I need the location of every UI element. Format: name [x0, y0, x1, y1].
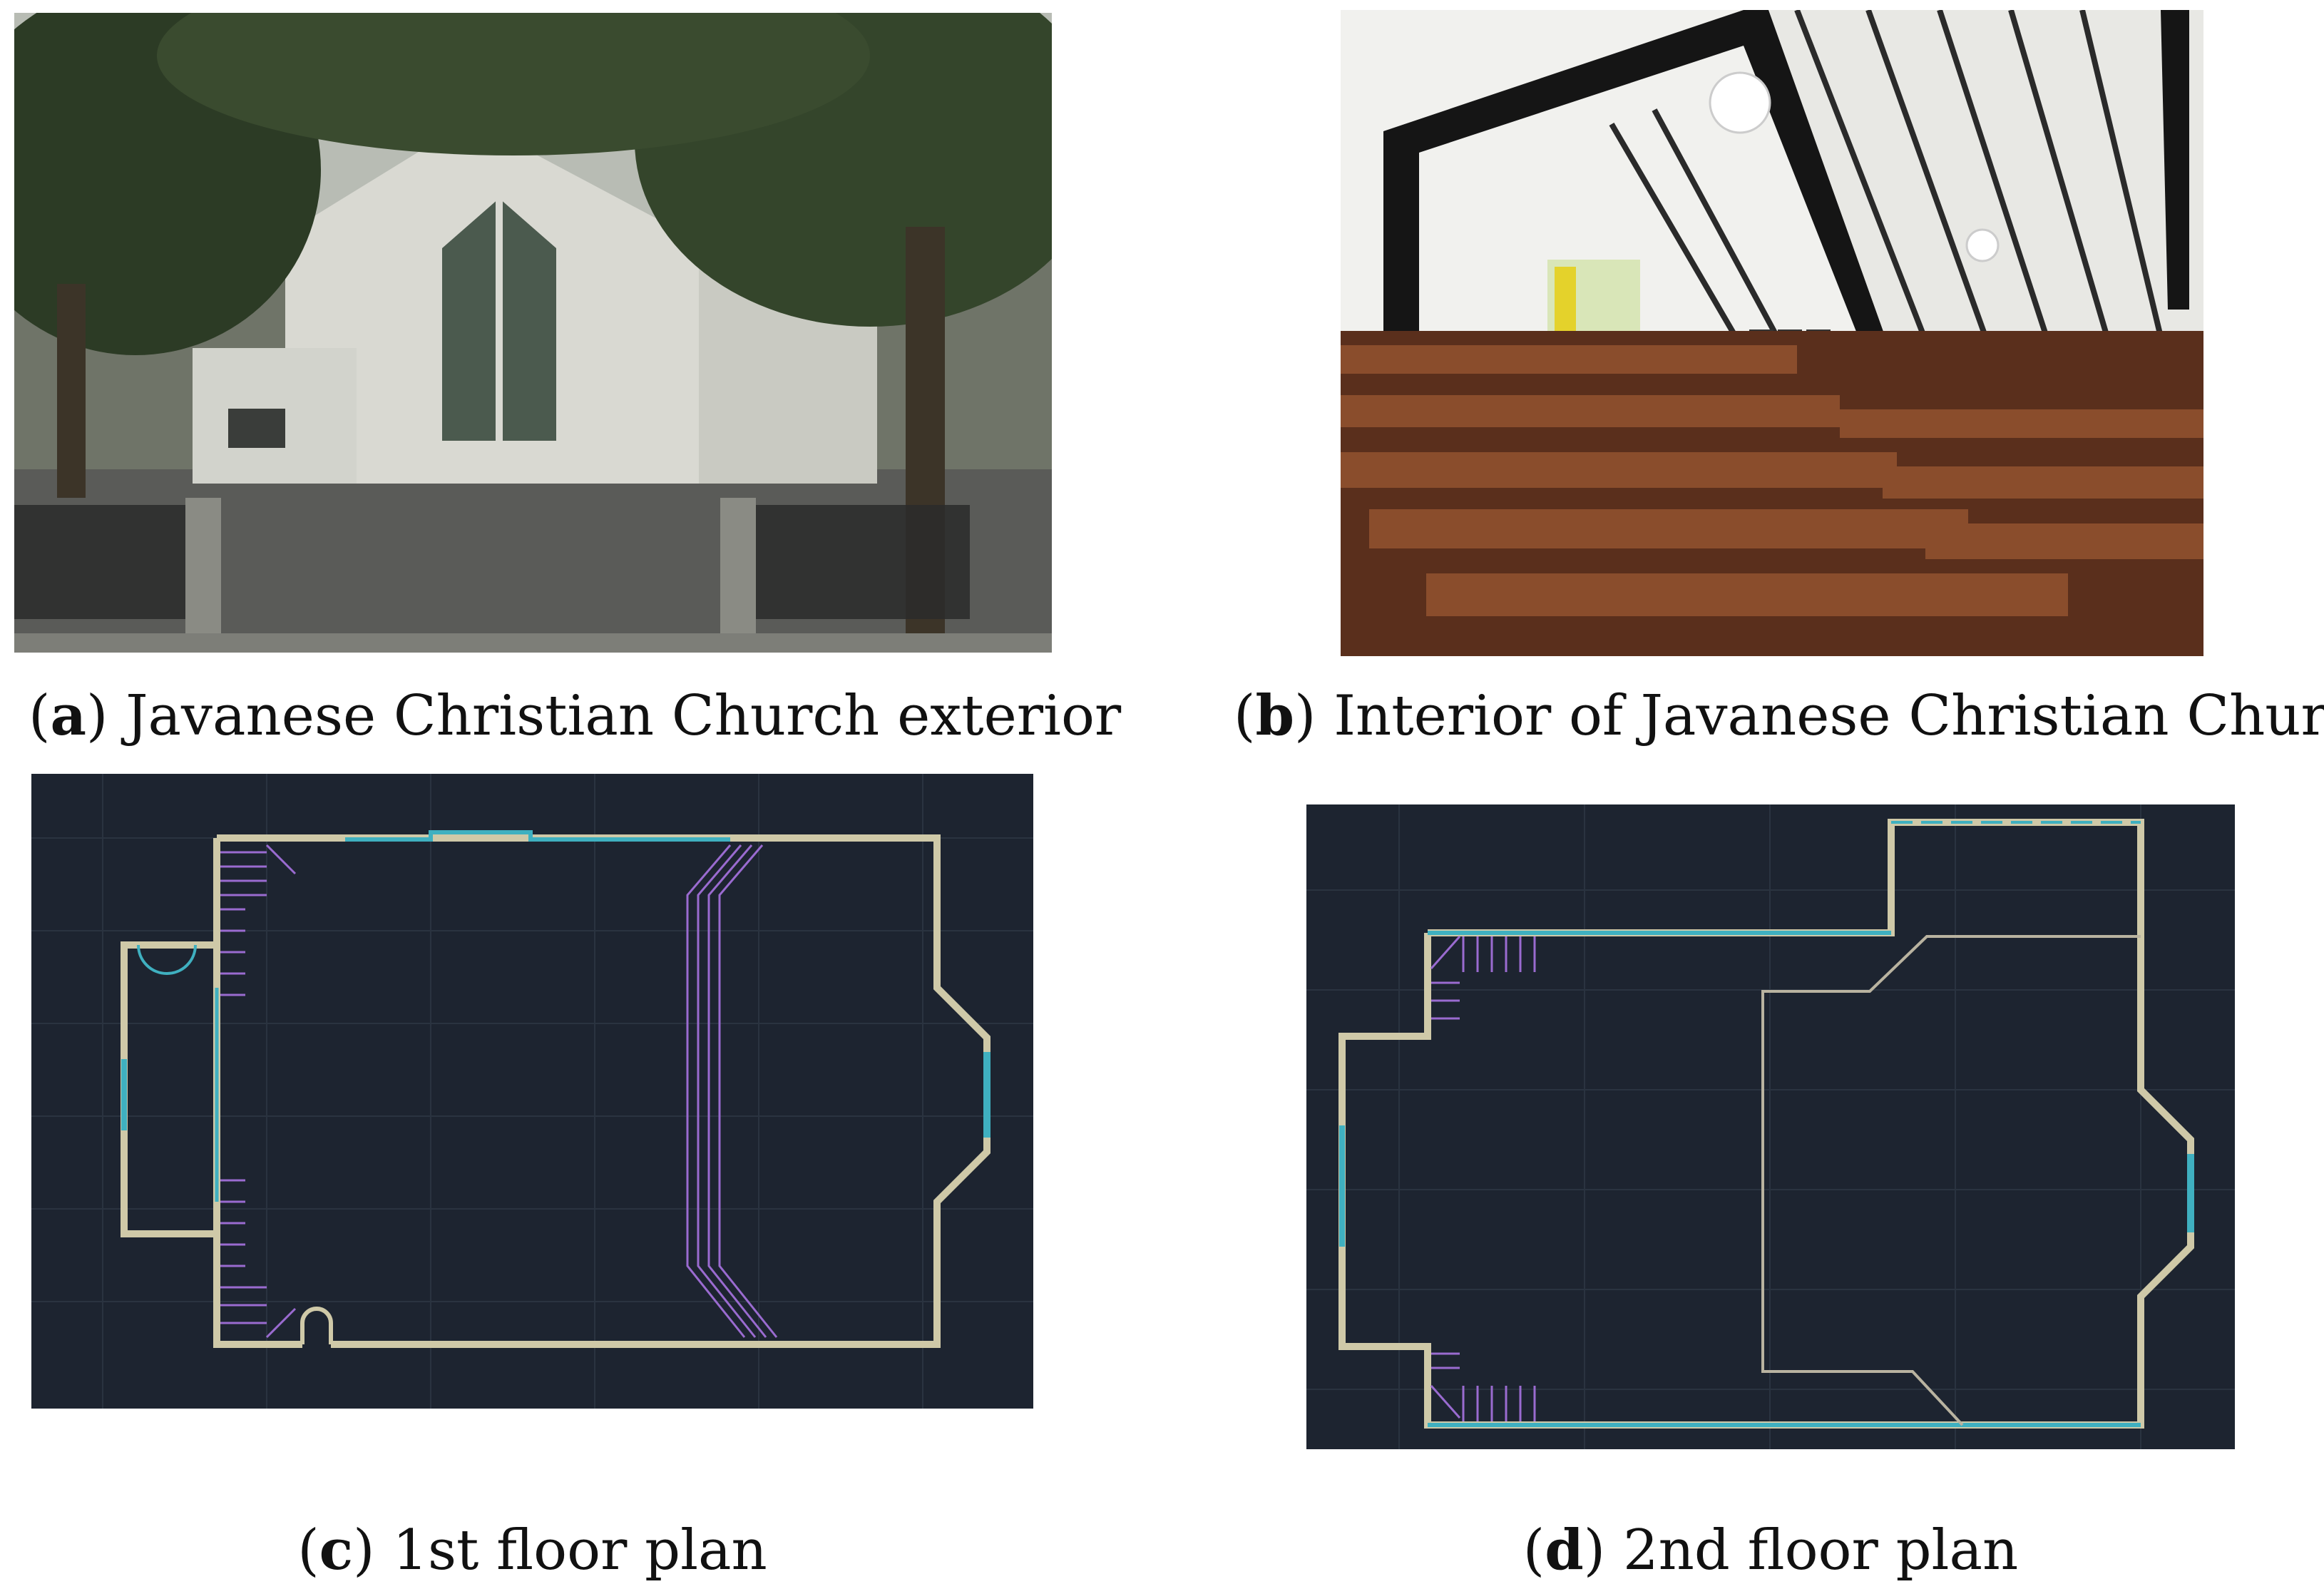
stairs-bottom: [1430, 1352, 1536, 1421]
exterior-illustration: [14, 13, 1052, 653]
photo-interior: [1341, 10, 2203, 656]
photo-exterior: [14, 13, 1052, 653]
stairs-bottom: [220, 1179, 297, 1339]
caption-c: (c) 1st floor plan: [297, 1518, 767, 1583]
interior-illustration: [1341, 10, 2203, 656]
caption-c-text: 1st floor plan: [392, 1518, 767, 1583]
balcony-outline: [1761, 935, 2141, 1426]
caption-a: (a) Javanese Christian Church exterior: [29, 683, 1122, 748]
caption-d-text: 2nd floor plan: [1622, 1518, 2019, 1583]
floor-plan-2nd-drawing: [1306, 804, 2235, 1449]
caption-b-text: Interior of Javanese Christian Church: [1334, 684, 2324, 748]
caption-a-letter: a: [50, 683, 86, 748]
caption-a-text: Javanese Christian Church exterior: [126, 684, 1122, 748]
stairs-top: [1430, 936, 1536, 1020]
window-top: [345, 830, 730, 842]
caption-b-letter: b: [1255, 683, 1294, 748]
caption-b: (b) Interior of Javanese Christian Churc…: [1234, 688, 2324, 745]
floor-plan-1st-drawing: [31, 774, 1033, 1409]
caption-d: (d) 2nd floor plan: [1522, 1518, 2019, 1583]
caption-c-letter: c: [319, 1518, 354, 1583]
floor-plan-1st: [31, 774, 1033, 1409]
wall-outline: [1338, 819, 2194, 1429]
wall-outline: [217, 834, 990, 1348]
balcony-lines: [686, 844, 778, 1338]
floor-plan-2nd: [1306, 804, 2235, 1449]
stairs-top: [220, 844, 297, 996]
caption-d-letter: d: [1545, 1518, 1584, 1583]
